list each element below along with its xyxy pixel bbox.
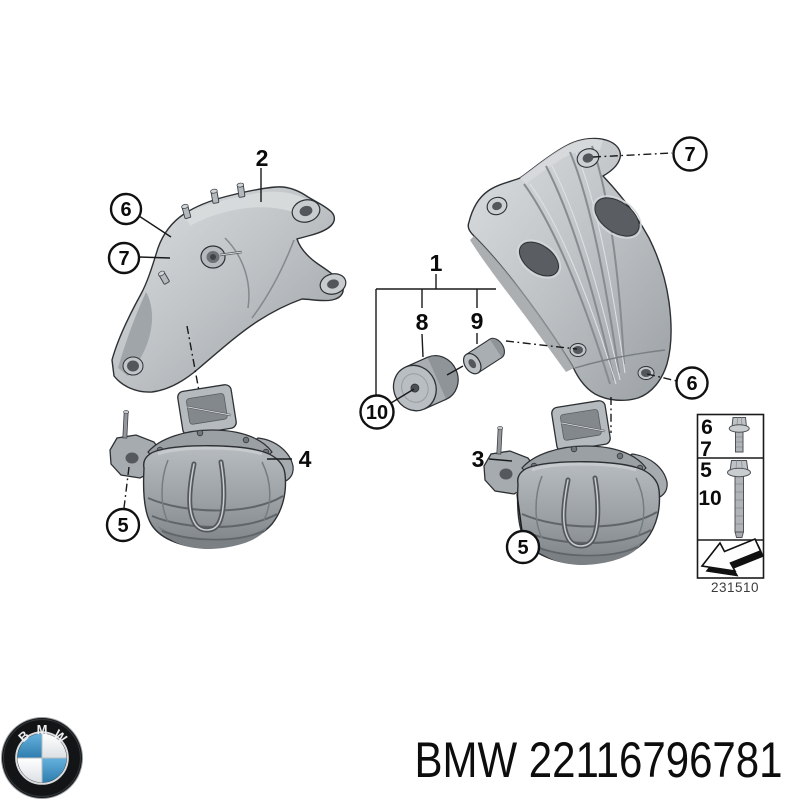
direction-arrow-icon xyxy=(700,537,764,577)
diagram-code: 231510 xyxy=(711,580,759,595)
callout-circle-6-right: 6 xyxy=(675,366,709,400)
callout-circle-5-left: 5 xyxy=(105,507,141,543)
callout-circle-5-right: 5 xyxy=(505,529,541,565)
legend-row1-label-6: 6 xyxy=(701,416,713,439)
svg-text:10: 10 xyxy=(366,402,388,424)
callout-circle-7-right: 7 xyxy=(672,136,708,172)
callout-1: 1 xyxy=(430,250,443,276)
svg-text:7: 7 xyxy=(118,248,129,270)
legend-box: 6 7 5 10 xyxy=(696,413,765,595)
callout-circle-10: 10 xyxy=(359,394,395,430)
short-bolt-icon xyxy=(728,417,750,453)
leader-lines xyxy=(123,152,678,532)
callout-9: 9 xyxy=(471,308,484,334)
legend-row2-label-5: 5 xyxy=(700,459,712,482)
part-number-title: BMW 22116796781 xyxy=(414,732,782,788)
spacer-sleeve-drawing xyxy=(462,337,505,375)
callout-8: 8 xyxy=(416,309,429,335)
bracket-left-drawing xyxy=(111,182,347,393)
svg-text:6: 6 xyxy=(120,199,131,221)
callout-circle-7-left: 7 xyxy=(107,241,141,275)
callout-3: 3 xyxy=(472,446,485,472)
legend-row2-label-10: 10 xyxy=(698,487,721,510)
legend-row1-label-7: 7 xyxy=(700,438,712,461)
long-bolt-icon xyxy=(727,460,751,538)
svg-text:5: 5 xyxy=(517,537,528,559)
svg-text:5: 5 xyxy=(117,515,128,537)
callout-4: 4 xyxy=(299,446,312,472)
logo-letter-m: M xyxy=(37,722,48,737)
svg-text:7: 7 xyxy=(684,144,695,166)
svg-text:6: 6 xyxy=(686,373,697,395)
callout-2: 2 xyxy=(256,145,269,171)
bmw-logo: B M W xyxy=(1,717,83,799)
footer: B M W BMW 22116796781 xyxy=(1,717,783,799)
callout-circle-6-left: 6 xyxy=(109,192,143,226)
stop-buffer-drawing xyxy=(392,355,459,412)
bracket-right-drawing xyxy=(467,137,672,402)
